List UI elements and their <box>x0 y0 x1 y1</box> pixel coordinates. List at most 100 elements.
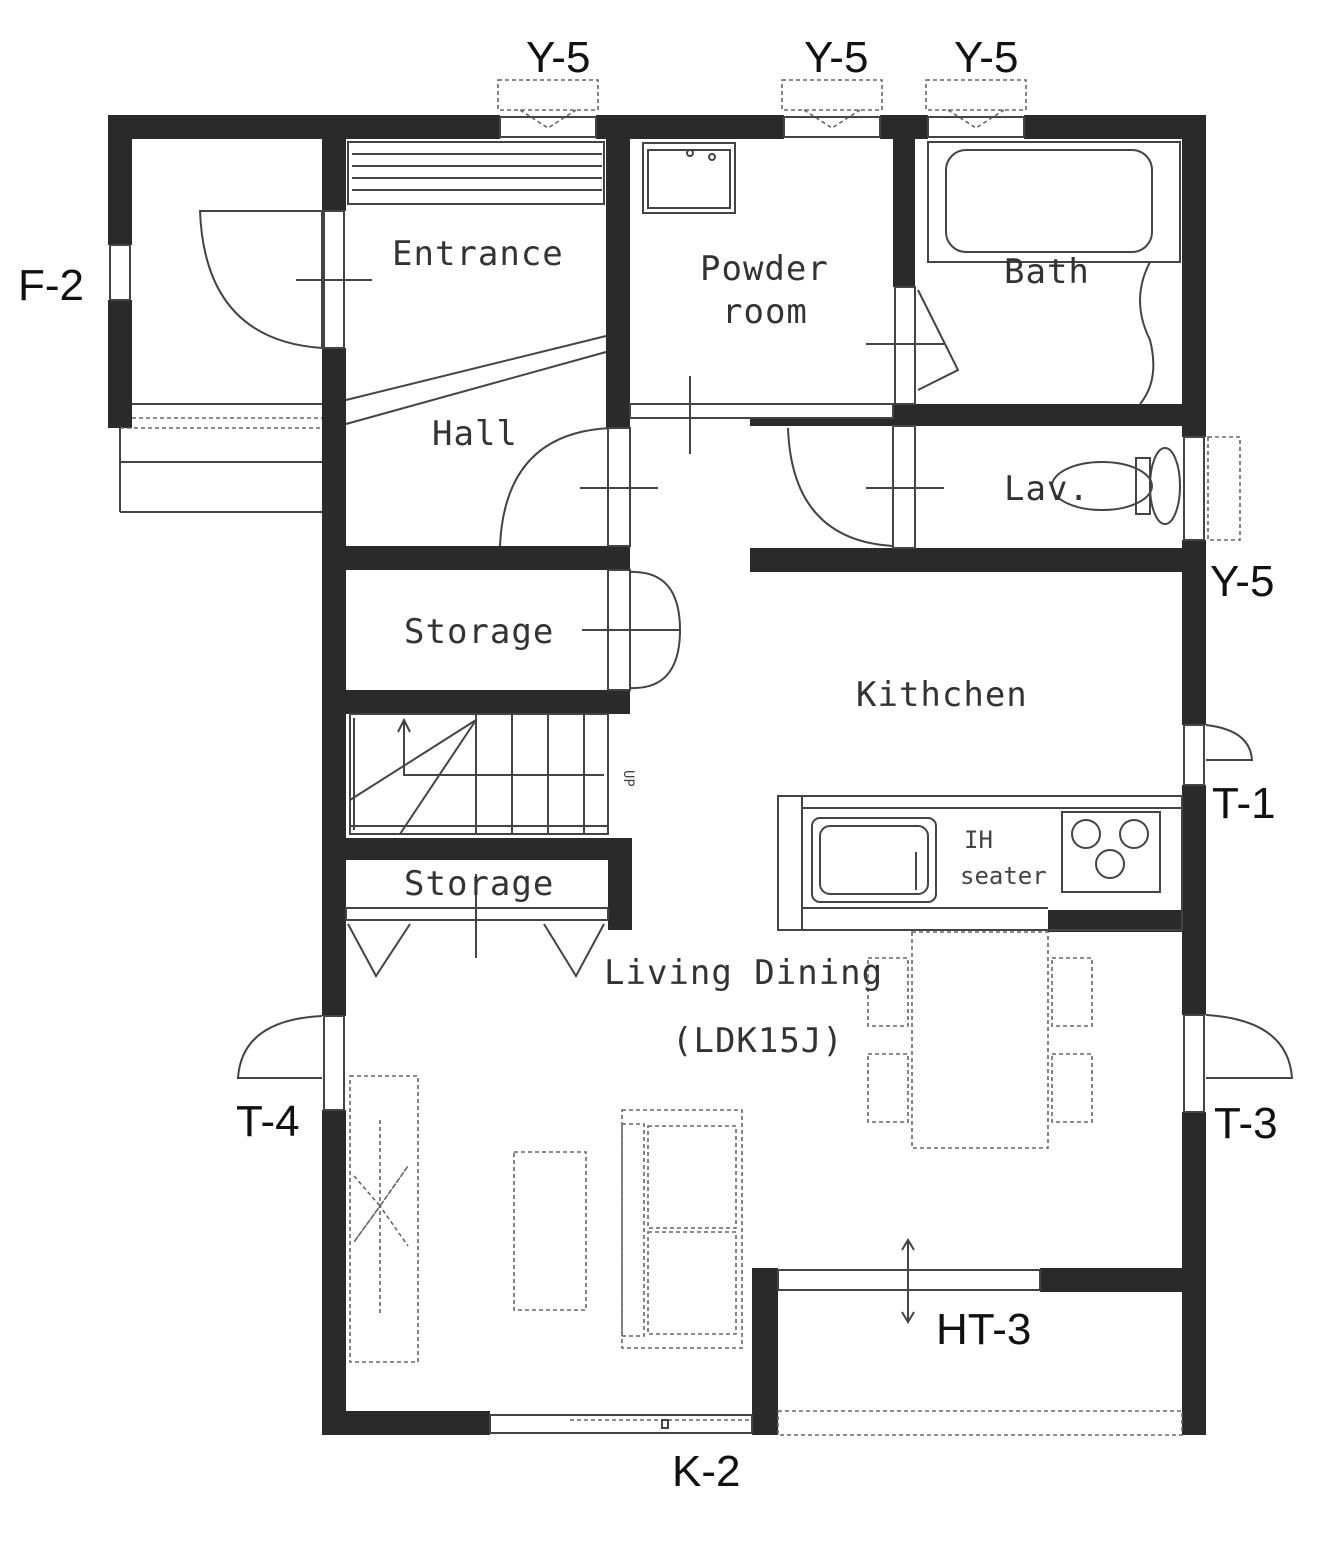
label-living-dining: Living Dining <box>604 953 883 993</box>
wall-left-1 <box>322 139 346 211</box>
label-bath: Bath <box>1004 252 1090 292</box>
shoe-cabinet <box>347 141 605 205</box>
code-door-ht3: HT-3 <box>936 1305 1031 1354</box>
window-t4 <box>323 1015 345 1111</box>
storage-door-swing-a <box>629 570 682 631</box>
powder-floor-line <box>629 403 894 419</box>
door-f2-frame <box>109 244 131 301</box>
door-ht3-arrowhead-b <box>901 1311 915 1324</box>
dining-chair-4 <box>1051 1053 1093 1123</box>
wall-lav-top <box>750 418 900 426</box>
step-edge-1 <box>345 335 607 401</box>
plant <box>353 1165 409 1247</box>
entrance-door-swing <box>198 210 323 350</box>
label-powder-2: room <box>722 292 808 332</box>
washbasin <box>642 142 736 214</box>
storage-stairs <box>345 569 682 979</box>
bath-door-fold <box>917 289 960 391</box>
staircase <box>349 713 609 835</box>
wall-right-2 <box>1182 540 1206 725</box>
window-top-right-sash <box>925 79 1027 111</box>
code-window-top-mid: Y-5 <box>804 33 868 82</box>
storage2-door-a <box>347 923 411 978</box>
dining-table <box>911 931 1049 1149</box>
deck-bottom-edge <box>777 1410 1183 1436</box>
bath-door-frame <box>894 286 916 405</box>
window-lav <box>1183 436 1205 541</box>
label-powder-1: Powder <box>700 249 829 289</box>
storage-door-swing-b <box>629 629 681 690</box>
window-k2-handle <box>661 1419 669 1429</box>
label-ldk: (LDK15J) <box>672 1021 844 1061</box>
sofa-back <box>621 1123 645 1337</box>
dining-chair-3 <box>1051 957 1093 1027</box>
wall-stair-bottom <box>346 838 630 860</box>
label-ih-1: IH <box>964 826 993 854</box>
wall-porch-left-top <box>108 115 132 245</box>
window-t1 <box>1183 724 1205 786</box>
hall-door-swing <box>499 427 613 547</box>
label-lav: Lav. <box>1004 469 1090 509</box>
label-storage-upper: Storage <box>404 612 554 652</box>
walls <box>108 115 1206 1435</box>
kitchen-sink <box>811 817 937 903</box>
wall-storage-bottom <box>346 690 630 714</box>
label-kitchen: Kithchen <box>856 675 1028 715</box>
bath-floor-line <box>1139 261 1180 405</box>
window-top-mid <box>783 116 881 138</box>
sofa-cushion-1 <box>647 1125 737 1229</box>
porch <box>119 210 372 513</box>
code-window-t3: T-3 <box>1214 1099 1278 1148</box>
storage2-door-b <box>543 923 605 979</box>
label-stair-up: UP <box>620 770 636 787</box>
bathtub-inner <box>945 149 1153 253</box>
fitting-codes: Y-5 Y-5 Y-5 F-2 Y-5 T-1 T-4 T-3 HT-3 K-2 <box>18 33 1278 1496</box>
window-top-left <box>499 116 597 138</box>
burner-3 <box>1095 849 1125 879</box>
wall-top-4 <box>1024 115 1206 139</box>
kitchen-sink-inner <box>819 825 929 895</box>
wall-top-3 <box>880 115 928 139</box>
toilet-bowl <box>1051 461 1153 511</box>
stair-arrow <box>403 720 604 776</box>
window-k2 <box>489 1414 753 1434</box>
wall-right-3 <box>1182 785 1206 1015</box>
wall-left-3 <box>322 1110 346 1435</box>
step-edge-2 <box>345 351 607 425</box>
bathtub <box>927 141 1181 263</box>
wall-entrance-right <box>606 139 630 429</box>
label-entrance: Entrance <box>392 234 564 274</box>
wall-left-2 <box>322 348 346 1016</box>
wall-porch-left-bottom <box>108 300 132 428</box>
toilet-tank <box>1135 457 1151 515</box>
wall-bath-bottom <box>893 404 1182 426</box>
wall-right-1 <box>1182 115 1206 437</box>
window-t1-swing <box>1205 724 1254 761</box>
window-top-mid-swing <box>803 109 861 129</box>
code-window-top-right: Y-5 <box>954 33 1018 82</box>
wall-top-2 <box>596 115 784 139</box>
kitchen-counter <box>777 795 1183 931</box>
tv-board <box>349 1075 419 1363</box>
wall-top-1 <box>108 115 500 139</box>
kitchen-counter-edge <box>777 795 803 931</box>
label-storage-lower: Storage <box>404 864 554 904</box>
window-top-right <box>927 116 1025 138</box>
code-window-k2: K-2 <box>672 1447 740 1496</box>
window-top-left-swing <box>519 109 577 129</box>
door-ht3-arrowhead-a <box>901 1238 915 1251</box>
window-lav-sash <box>1207 436 1241 541</box>
sofa-cushion-2 <box>647 1231 737 1335</box>
wall-hall-bottom <box>346 546 630 570</box>
wall-right-4 <box>1182 1112 1206 1435</box>
window-t3 <box>1183 1014 1205 1113</box>
code-door-f2: F-2 <box>18 261 84 310</box>
wall-storage2-right <box>608 838 632 930</box>
toilet-lid <box>1149 447 1181 525</box>
window-top-mid-sash <box>781 79 883 111</box>
windows <box>109 79 1294 1436</box>
room-labels: Entrance Powder room Bath Hall Lav. Stor… <box>392 234 1090 1061</box>
lav-door-swing <box>787 427 894 547</box>
dining-chair-1 <box>867 957 909 1027</box>
